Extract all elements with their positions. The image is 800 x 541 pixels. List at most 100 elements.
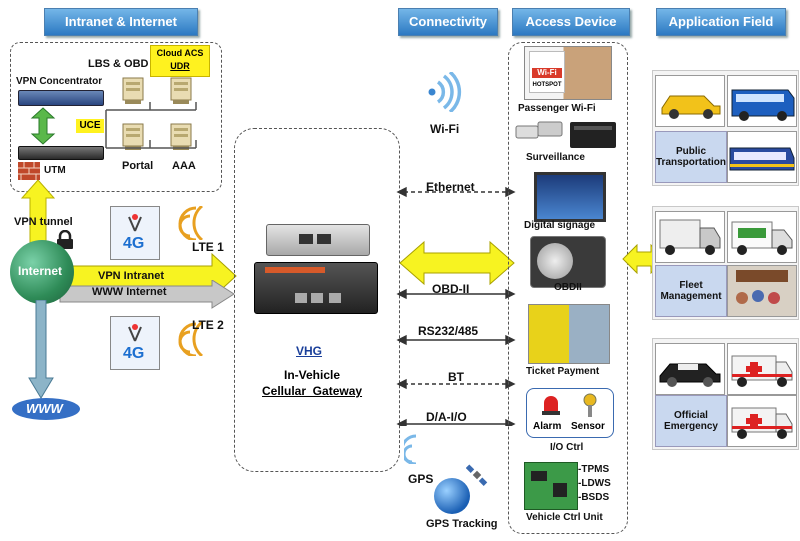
gps-label: GPS bbox=[408, 472, 434, 486]
globe-icon bbox=[10, 240, 74, 304]
ambulance-icon bbox=[727, 395, 797, 447]
gateway-box bbox=[234, 128, 400, 472]
fleet-label-1: Fleet bbox=[679, 280, 703, 291]
lte-waves-icon bbox=[178, 322, 204, 356]
header-application-field: Application Field bbox=[656, 8, 786, 36]
header-connectivity: Connectivity bbox=[398, 8, 498, 36]
lte-waves-icon bbox=[178, 206, 204, 240]
wifi-sign-label: Wi-Fi bbox=[532, 68, 562, 78]
gateway-device-top bbox=[266, 224, 370, 256]
gateway-device-bottom bbox=[254, 262, 378, 314]
vpn-concentrator-label: VPN Concentrator bbox=[16, 76, 103, 87]
crowd-icon bbox=[727, 265, 797, 317]
tpms-label: -TPMS bbox=[578, 464, 610, 475]
router-icon bbox=[18, 90, 104, 106]
lte-badge: 4G bbox=[123, 235, 145, 252]
internet-label: Internet bbox=[18, 264, 63, 278]
www-icon: WWW bbox=[10, 396, 82, 422]
gps-tracking-label: GPS Tracking bbox=[426, 518, 498, 530]
digital-signage-label: Digital signage bbox=[524, 220, 596, 231]
router-icon bbox=[18, 146, 104, 160]
connectivity-links bbox=[396, 186, 516, 426]
obdii-image bbox=[530, 236, 606, 288]
bus-icon bbox=[727, 75, 797, 127]
official-label-2: Emergency bbox=[664, 421, 718, 432]
gateway-line1: In-Vehicle bbox=[284, 368, 341, 382]
fleet-label-2: Management bbox=[660, 291, 722, 302]
firewall-icon bbox=[18, 162, 40, 180]
vpn-intranet-label: VPN Intranet bbox=[98, 270, 165, 282]
ethernet-label: Ethernet bbox=[426, 180, 475, 194]
gps-waves-icon bbox=[404, 434, 417, 464]
ticket-payment-image bbox=[528, 304, 610, 364]
official-label-1: Official bbox=[674, 410, 708, 421]
lbs-obd-label: LBS & OBD bbox=[88, 58, 149, 70]
io-ctrl-label: I/O Ctrl bbox=[550, 442, 584, 453]
aaa-label: AAA bbox=[172, 160, 196, 172]
header-access-device: Access Device bbox=[512, 8, 630, 36]
access-device-box bbox=[508, 42, 628, 534]
lte-modem-card-2: 4G bbox=[110, 316, 160, 370]
signal-icon bbox=[128, 214, 142, 232]
rs232-label: RS232/485 bbox=[418, 324, 479, 338]
ldws-label: -LDWS bbox=[578, 478, 611, 489]
public-label-2: Transportation bbox=[656, 157, 727, 168]
wifi-waves-icon bbox=[428, 72, 462, 112]
passenger-wifi-label: Passenger Wi-Fi bbox=[518, 103, 596, 114]
sensor-icon bbox=[583, 393, 597, 417]
police-car-icon bbox=[655, 343, 725, 395]
digital-signage-image bbox=[534, 172, 606, 222]
surveillance-label: Surveillance bbox=[526, 152, 585, 163]
lte-modem-card-1: 4G bbox=[110, 206, 160, 260]
udr-label: UDR bbox=[170, 61, 190, 71]
circuit-board-icon bbox=[524, 462, 578, 510]
ambulance-icon bbox=[727, 343, 797, 395]
gateway-line2: Cellular Gateway bbox=[262, 384, 363, 398]
public-label-1: Public bbox=[676, 146, 707, 157]
vehicle-ctrl-label: Vehicle Ctrl Unit bbox=[526, 512, 603, 523]
delivery-truck-icon bbox=[727, 211, 797, 263]
wifi-label: Wi-Fi bbox=[430, 122, 460, 136]
www-label: WWW bbox=[26, 401, 63, 416]
bsds-label: -BSDS bbox=[578, 492, 610, 503]
yellow-double-arrow bbox=[399, 240, 515, 286]
passenger-wifi-image: Wi-Fi HOTSPOT bbox=[524, 46, 612, 100]
alarm-label: Alarm bbox=[533, 421, 562, 432]
www-arrow bbox=[59, 280, 235, 309]
gauge-icon bbox=[537, 243, 573, 279]
wifi-sign: Wi-Fi HOTSPOT bbox=[529, 51, 565, 93]
lte2-label: LTE 2 bbox=[192, 318, 224, 332]
ticket-payment-label: Ticket Payment bbox=[526, 366, 600, 377]
cloud-acs-badge: Cloud ACS UDR bbox=[150, 45, 210, 77]
alarm-icon bbox=[542, 396, 560, 415]
server-icon bbox=[122, 77, 144, 104]
down-arrow bbox=[28, 300, 54, 399]
utm-label: UTM bbox=[44, 165, 66, 176]
train-icon bbox=[727, 131, 797, 183]
car-icon bbox=[655, 75, 725, 127]
io-ctrl-box: Alarm Sensor bbox=[526, 388, 614, 438]
lte1-label: LTE 1 bbox=[192, 240, 224, 254]
camera-icon bbox=[515, 121, 616, 148]
obdii-label: OBDII bbox=[554, 282, 582, 293]
gateway-name: VHG bbox=[296, 344, 323, 358]
header-intranet-internet: Intranet & Internet bbox=[44, 8, 198, 36]
bt-label: BT bbox=[448, 370, 464, 384]
lan-lines bbox=[105, 102, 197, 149]
dio-label: D/A-I/O bbox=[426, 410, 467, 424]
server-icon bbox=[170, 77, 192, 104]
cloud-acs-label: Cloud ACS bbox=[156, 48, 204, 58]
satellite-icon bbox=[466, 464, 488, 486]
link-arrow-icon bbox=[30, 107, 56, 145]
sensor-label: Sensor bbox=[571, 421, 605, 432]
signal-icon bbox=[128, 324, 142, 342]
uce-badge: UCE bbox=[76, 119, 104, 133]
globe-icon bbox=[434, 478, 470, 514]
hotspot-label: HOTSPOT bbox=[532, 82, 562, 88]
